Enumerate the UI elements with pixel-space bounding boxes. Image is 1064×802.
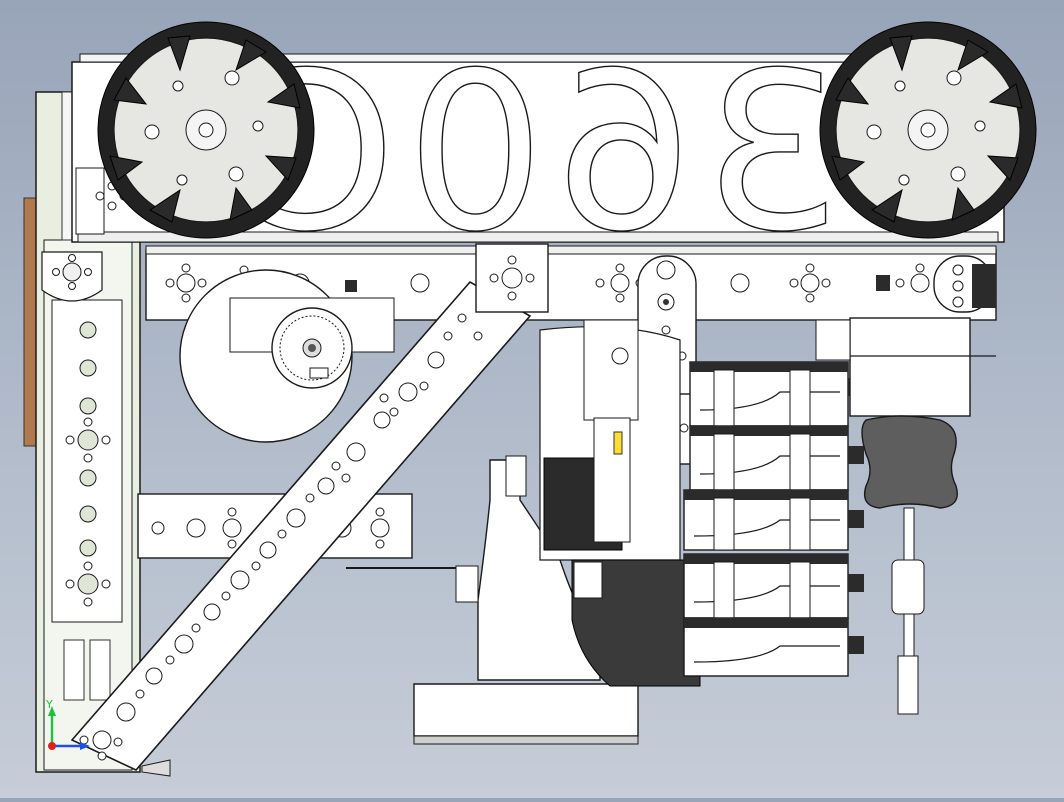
diagonal-arm — [70, 280, 532, 777]
drive-motor-gearbox — [179, 269, 395, 443]
gripper-claw — [861, 415, 958, 715]
battery-stack — [683, 361, 864, 677]
axis-triad: Y — [45, 698, 90, 750]
arm-pivot-bracket — [475, 243, 549, 313]
mecanum-wheel-left — [97, 21, 315, 239]
team-number-text: 360C — [234, 27, 842, 280]
corner-gusset — [41, 251, 103, 302]
mecanum-wheel-right — [819, 21, 1037, 239]
motor-housing-dark — [543, 417, 701, 687]
end-link — [933, 255, 996, 313]
right-tower — [815, 317, 996, 417]
team-number-cutout: 360C — [233, 26, 843, 280]
axis-y-label: Y — [45, 698, 53, 711]
